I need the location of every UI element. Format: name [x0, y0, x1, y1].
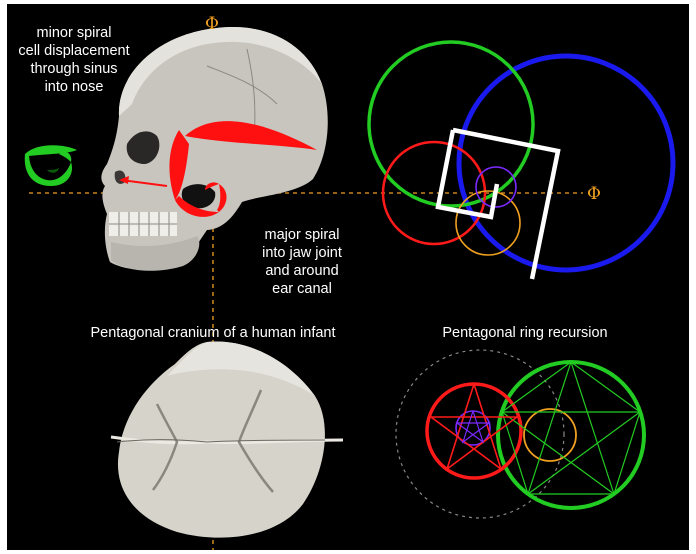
- minor-spiral-line-4: into nose: [11, 78, 137, 96]
- minor-spiral-line-1: minor spiral: [11, 24, 137, 42]
- phi-symbol-right: Φ: [587, 185, 601, 203]
- minor-spiral-line-2: cell displacement: [11, 42, 137, 60]
- major-spiral-line-2: into jaw joint: [252, 244, 352, 262]
- ring-recursion-caption: Pentagonal ring recursion: [419, 324, 631, 342]
- golden-rectangle-spiral: [369, 42, 673, 279]
- infant-cranium-illustration: [111, 342, 343, 538]
- minor-spiral-label: minor spiral cell displacement through s…: [11, 24, 137, 96]
- major-spiral-line-1: major spiral: [252, 226, 352, 244]
- phi-symbol-top: Φ: [205, 15, 219, 33]
- diagram-canvas: minor spiral cell displacement through s…: [7, 4, 689, 550]
- minor-spiral-line-3: through sinus: [11, 60, 137, 78]
- major-spiral-label: major spiral into jaw joint and around e…: [252, 226, 352, 298]
- major-spiral-line-3: and around: [252, 262, 352, 280]
- phi-spiral-green: [25, 145, 77, 186]
- major-spiral-line-4: ear canal: [252, 280, 352, 298]
- pentagram-ring: [396, 350, 644, 518]
- infant-cranium-caption: Pentagonal cranium of a human infant: [63, 324, 363, 342]
